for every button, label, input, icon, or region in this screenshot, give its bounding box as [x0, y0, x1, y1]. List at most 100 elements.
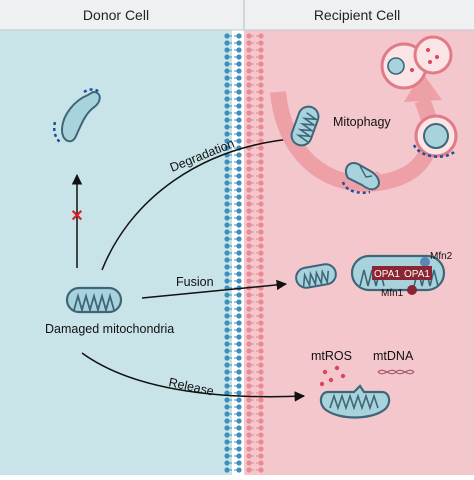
lipid-head: [258, 82, 264, 88]
lipid-head: [236, 383, 242, 389]
lipid-head: [236, 138, 242, 144]
lipid-head: [224, 68, 230, 74]
lipid-head: [246, 432, 252, 438]
lipid-head: [236, 75, 242, 81]
lipid-head: [236, 96, 242, 102]
lipid-head: [224, 271, 230, 277]
lipid-head: [246, 208, 252, 214]
lipid-head: [236, 313, 242, 319]
lipid-head: [258, 124, 264, 130]
lipid-head: [236, 82, 242, 88]
lipid-head: [258, 376, 264, 382]
lipid-head: [224, 75, 230, 81]
lipid-head: [246, 327, 252, 333]
lipid-head: [258, 341, 264, 347]
cross-mark: ✕: [70, 208, 83, 225]
lipid-head: [258, 404, 264, 410]
lipid-head: [258, 152, 264, 158]
lipid-head: [258, 236, 264, 242]
opa1-left-label: OPA1: [374, 269, 400, 280]
lipid-head: [224, 138, 230, 144]
lipid-head: [246, 89, 252, 95]
lipid-head: [246, 61, 252, 67]
lipid-head: [246, 320, 252, 326]
lipid-head: [224, 306, 230, 312]
donor-membrane: [224, 33, 242, 473]
lipid-head: [236, 404, 242, 410]
lipid-head: [258, 75, 264, 81]
degradation-arrow: [101, 133, 304, 271]
lipid-head: [224, 383, 230, 389]
lipid-head: [236, 166, 242, 172]
lipid-head: [224, 61, 230, 67]
lipid-head: [246, 124, 252, 130]
lipid-head: [224, 173, 230, 179]
lipid-head: [258, 460, 264, 466]
lipid-head: [246, 341, 252, 347]
lipid-head: [224, 453, 230, 459]
ros-dots: [319, 365, 346, 387]
lipid-head: [246, 376, 252, 382]
lipid-head: [236, 173, 242, 179]
lipid-head: [236, 61, 242, 67]
lipid-head: [224, 369, 230, 375]
lipid-head: [258, 446, 264, 452]
lipid-head: [224, 264, 230, 270]
lipid-head: [258, 439, 264, 445]
donor-cell-region: [0, 30, 232, 475]
lipid-head: [246, 355, 252, 361]
lipid-head: [258, 278, 264, 284]
lipid-head: [236, 103, 242, 109]
lipid-head: [258, 103, 264, 109]
lipid-head: [258, 159, 264, 165]
lipid-head: [246, 271, 252, 277]
lipid-head: [236, 425, 242, 431]
lipid-head: [236, 432, 242, 438]
lipid-head: [258, 215, 264, 221]
lipid-head: [258, 68, 264, 74]
lipid-head: [258, 432, 264, 438]
lipid-head: [224, 117, 230, 123]
lipid-head: [236, 306, 242, 312]
lipid-head: [246, 117, 252, 123]
lipid-head: [224, 376, 230, 382]
fusion-label: Fusion: [176, 275, 214, 289]
lipid-head: [246, 187, 252, 193]
lipid-head: [258, 243, 264, 249]
lipid-head: [246, 131, 252, 137]
lipid-head: [258, 117, 264, 123]
lipid-head: [258, 54, 264, 60]
lipid-head: [236, 355, 242, 361]
lipid-head: [236, 418, 242, 424]
lipid-head: [224, 313, 230, 319]
lipid-head: [224, 278, 230, 284]
lipid-head: [246, 313, 252, 319]
lipid-head: [236, 250, 242, 256]
lipid-head: [246, 369, 252, 375]
lipid-head: [258, 397, 264, 403]
lipid-head: [236, 292, 242, 298]
lipid-head: [258, 390, 264, 396]
lipid-head: [236, 215, 242, 221]
lipid-head: [224, 257, 230, 263]
lipid-head: [258, 145, 264, 151]
lipid-head: [236, 341, 242, 347]
lipid-head: [246, 243, 252, 249]
lipid-head: [246, 411, 252, 417]
lipid-head: [224, 124, 230, 130]
lipid-head: [224, 89, 230, 95]
lipid-head: [246, 348, 252, 354]
lipid-head: [224, 180, 230, 186]
lipid-head: [224, 236, 230, 242]
lipid-head: [246, 418, 252, 424]
lipid-head: [236, 257, 242, 263]
lipid-head: [246, 467, 252, 473]
lipid-head: [236, 376, 242, 382]
recipient-cell-title: Recipient Cell: [314, 7, 400, 23]
donor-cell-title: Donor Cell: [83, 7, 149, 23]
lipid-head: [224, 201, 230, 207]
lipid-head: [258, 201, 264, 207]
lipid-head: [246, 299, 252, 305]
